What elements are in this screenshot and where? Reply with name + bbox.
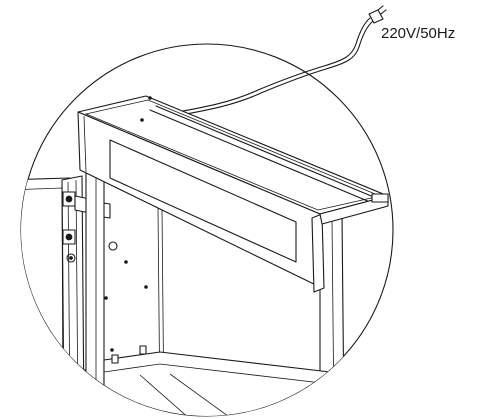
power-voltage-label: 220V/50Hz <box>381 25 456 42</box>
plug-icon <box>368 5 387 24</box>
power-cord <box>171 17 374 117</box>
cabinet-body <box>85 167 345 416</box>
glass-shelf <box>103 345 331 416</box>
light-housing <box>77 95 389 293</box>
left-door <box>21 175 85 416</box>
hinge-lower <box>62 229 76 263</box>
